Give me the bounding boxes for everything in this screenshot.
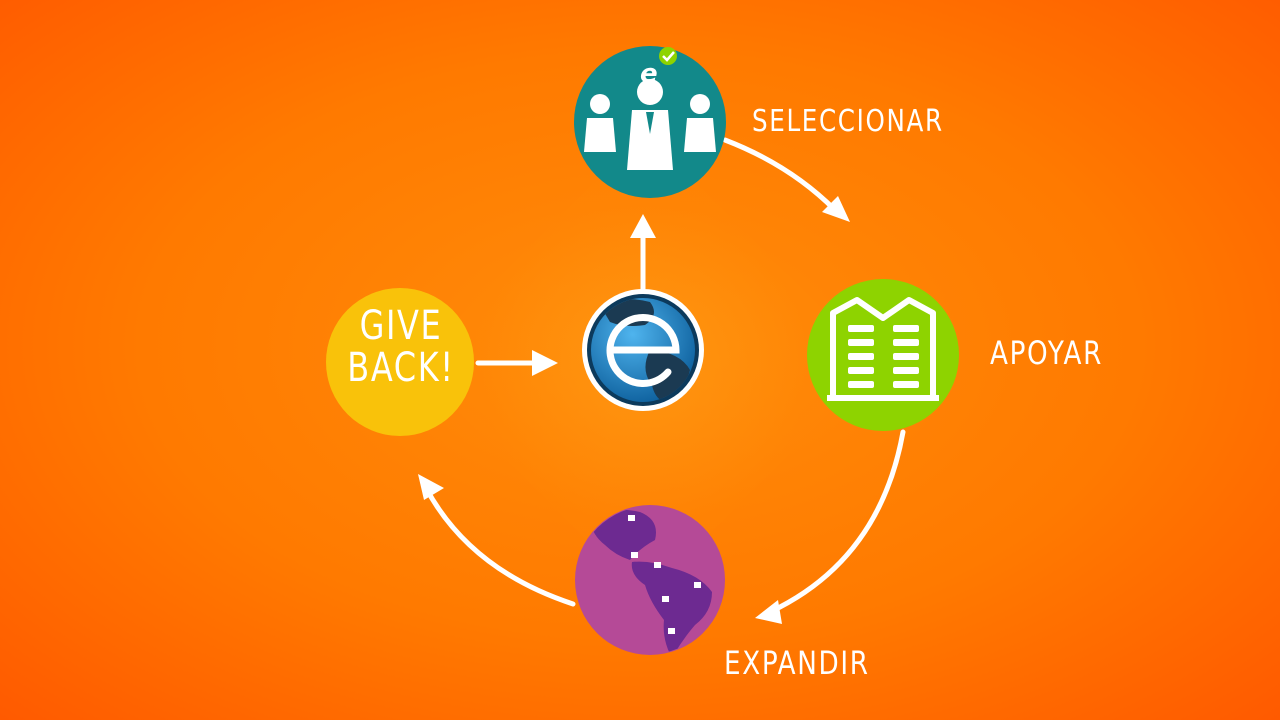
give-back-line1: GIVE xyxy=(359,303,443,349)
give-back-label: GIVE BACK! xyxy=(341,305,461,389)
arrow-apoyar-to-expandir xyxy=(767,429,906,615)
seleccionar-label: SELECCIONAR xyxy=(752,104,944,139)
arrowhead-center xyxy=(532,350,558,376)
office-markers xyxy=(628,515,701,634)
apoyar-label: APOYAR xyxy=(990,334,1104,372)
arrow-seleccionar-to-apoyar xyxy=(722,137,838,213)
apoyar-node xyxy=(807,279,959,431)
expandir-node xyxy=(575,505,725,655)
americas-globe-icon xyxy=(590,509,712,654)
arrow-heads xyxy=(418,196,850,624)
building-windows xyxy=(848,325,919,388)
arrowhead-seleccionar xyxy=(630,214,656,238)
arrowhead-expandir xyxy=(755,600,782,624)
cycle-arrows xyxy=(423,137,906,615)
svg-text:e: e xyxy=(640,59,658,89)
arrowhead-apoyar xyxy=(822,196,850,222)
arrow-expandir-to-giveback xyxy=(423,485,576,607)
endeavor-e-globe-logo xyxy=(582,289,704,411)
seleccionar-node: e xyxy=(574,46,726,198)
building-icon xyxy=(827,297,939,401)
expandir-label: EXPANDIR xyxy=(724,644,870,682)
give-back-node xyxy=(326,288,474,436)
arrowhead-giveback xyxy=(418,474,444,500)
give-back-line2: BACK! xyxy=(347,345,455,391)
people-with-e-check-icon: e xyxy=(584,47,716,170)
